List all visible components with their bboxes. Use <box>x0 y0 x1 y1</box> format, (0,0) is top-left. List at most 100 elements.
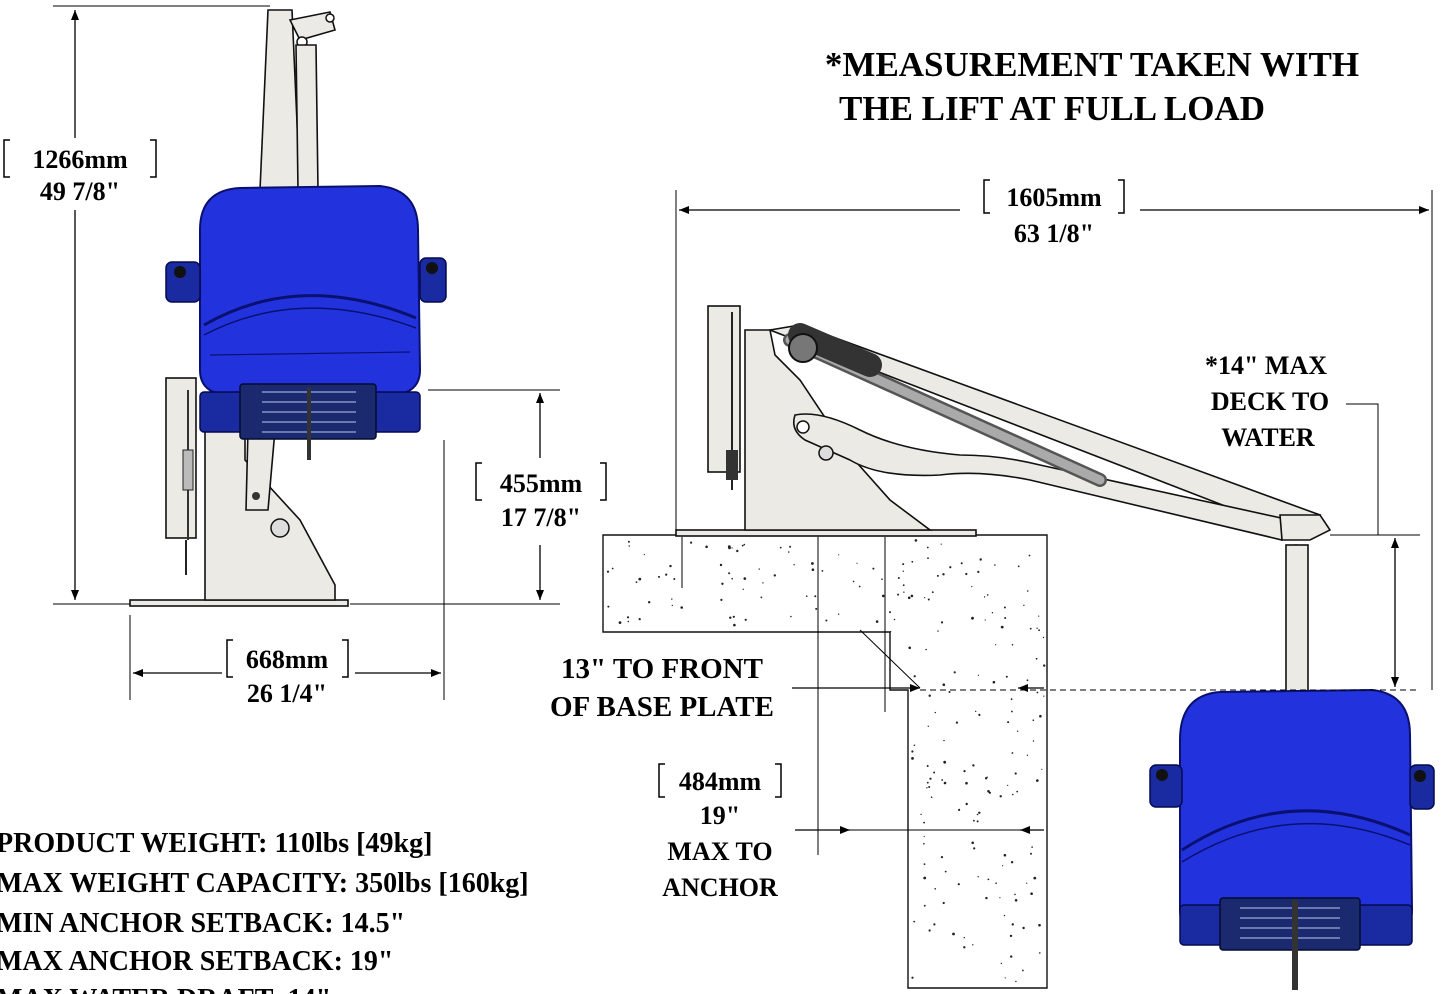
speckle <box>944 870 947 873</box>
speckle <box>986 776 988 778</box>
speckle <box>1039 714 1042 718</box>
speckle <box>1030 852 1032 855</box>
speckle <box>1010 698 1013 701</box>
speckle <box>926 787 928 789</box>
speckle <box>923 835 925 838</box>
speckle <box>635 581 638 583</box>
speckle <box>1042 636 1045 639</box>
speckle <box>934 711 936 714</box>
speckle <box>971 586 973 588</box>
speckle <box>673 578 676 580</box>
speckle <box>943 781 947 785</box>
speckle <box>773 574 776 577</box>
spec-water-draft: MAX WATER DRAFT: 14" <box>0 984 331 994</box>
speckle <box>1011 752 1014 754</box>
speckle <box>893 618 896 621</box>
hanger <box>1285 544 1309 696</box>
speckle <box>985 896 988 900</box>
speckle <box>928 929 931 932</box>
speckle <box>984 619 986 621</box>
speckle <box>902 570 904 572</box>
speckle <box>940 543 942 545</box>
speckle <box>943 739 945 742</box>
speckle <box>821 570 824 572</box>
spec-max-setback: MAX ANCHOR SETBACK: 19" <box>0 946 393 977</box>
speckle <box>758 568 760 570</box>
speckle <box>837 613 840 615</box>
speckle <box>1026 754 1029 756</box>
speckle <box>1005 675 1008 678</box>
speckle <box>979 558 982 561</box>
anchor-line-3: MAX TO <box>667 837 772 866</box>
seat-height-dimension <box>350 389 560 605</box>
speckle <box>1038 629 1040 632</box>
speckle <box>913 675 916 678</box>
speckle <box>1012 793 1014 796</box>
speckle <box>1014 899 1018 902</box>
speckle <box>811 562 814 565</box>
speckle <box>955 721 959 724</box>
side-view-lift <box>675 305 1435 990</box>
deck-to-water-dimension <box>920 403 1420 691</box>
height-inch: 49 7/8" <box>40 177 120 206</box>
speckle <box>1035 657 1038 660</box>
speckle <box>978 713 981 717</box>
speckle <box>958 808 961 812</box>
speckle <box>1022 926 1025 930</box>
side-pedestal <box>744 329 933 531</box>
speckle <box>760 596 763 599</box>
speckle <box>1026 679 1029 682</box>
speckle <box>875 620 879 623</box>
speckle <box>930 796 933 798</box>
speckle <box>793 564 795 566</box>
pool-deck <box>602 534 1048 989</box>
speckle <box>1003 914 1006 917</box>
speckle <box>889 631 892 633</box>
base-plate <box>129 599 349 607</box>
speckle <box>913 920 916 923</box>
speckle <box>1026 590 1029 592</box>
speckle <box>987 878 990 881</box>
speckle <box>665 573 668 576</box>
reach-inch: 63 1/8" <box>1014 219 1094 248</box>
speckle <box>965 781 968 785</box>
speckle <box>1000 625 1004 629</box>
speckle <box>1014 772 1017 775</box>
speckle <box>1010 955 1013 958</box>
speckle <box>814 595 817 598</box>
speckle <box>972 764 975 767</box>
speckle <box>790 615 792 618</box>
speckle <box>927 725 929 727</box>
speckle <box>731 547 733 549</box>
speckle <box>942 573 945 576</box>
deck-callout-2: DECK TO <box>1211 387 1329 416</box>
spec-min-setback: MIN ANCHOR SETBACK: 14.5" <box>0 908 405 939</box>
speckle <box>1030 892 1033 895</box>
speckle <box>1000 962 1002 965</box>
speckle <box>1036 779 1039 782</box>
side-control-box <box>707 305 741 473</box>
speckle <box>971 841 974 845</box>
base-width-inch: 26 1/4" <box>247 679 327 708</box>
note-line-1: *MEASUREMENT TAKEN WITH <box>825 45 1359 84</box>
note-line-2: THE LIFT AT FULL LOAD <box>839 89 1265 128</box>
speckle <box>925 648 927 651</box>
speckle <box>973 847 976 850</box>
speckle <box>924 597 926 599</box>
speckle <box>1003 853 1007 857</box>
speckle <box>948 691 951 693</box>
speckle <box>914 539 918 542</box>
speckle <box>838 554 840 556</box>
speckle <box>897 577 900 579</box>
mast <box>259 9 301 191</box>
speckle <box>1007 784 1009 787</box>
speckle <box>744 618 747 621</box>
speckle <box>978 811 981 814</box>
speckle <box>881 578 883 580</box>
speckle <box>933 771 936 774</box>
speckle <box>911 757 914 760</box>
speckle <box>788 551 790 553</box>
speckle <box>923 876 927 880</box>
speckle <box>977 674 980 676</box>
speckle <box>872 567 875 570</box>
